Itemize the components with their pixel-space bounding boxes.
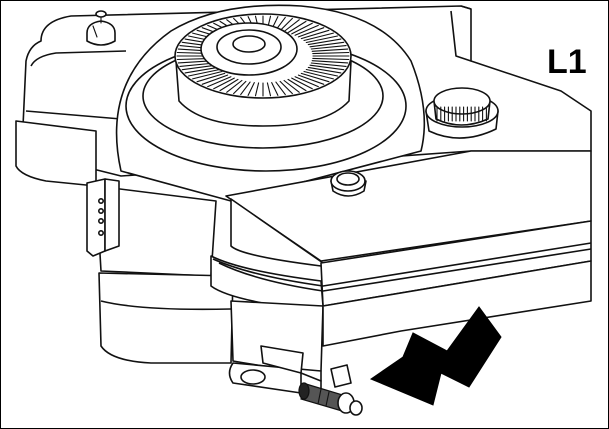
air-filter-fin	[240, 81, 251, 96]
air-filter-fin	[297, 27, 325, 38]
air-filter-fin	[213, 77, 235, 90]
air-filter-fin	[184, 66, 219, 74]
air-filter-fin	[181, 64, 217, 71]
air-filter-fin	[279, 17, 293, 32]
direction-arrow-icon	[369, 306, 502, 406]
air-filter-fin	[196, 72, 226, 83]
air-filter-fin	[266, 82, 272, 97]
air-filter-fin	[271, 82, 279, 96]
air-filter-fin	[307, 66, 342, 74]
air-filter-fin	[291, 77, 313, 90]
air-filter-fin	[305, 35, 339, 44]
oil-fill-cap-icon	[425, 87, 499, 139]
air-filter-fin	[201, 74, 229, 85]
air-filter-fin	[247, 82, 255, 96]
air-filter-fin	[187, 68, 221, 77]
air-filter-fin	[309, 64, 345, 71]
air-filter-fin	[303, 32, 334, 42]
mounting-flange	[228, 345, 322, 397]
air-filter-fin	[312, 51, 350, 55]
air-filter-fin	[283, 19, 300, 33]
air-filter-icon	[174, 13, 352, 127]
air-filter-fin	[192, 70, 223, 80]
air-filter-fin	[310, 45, 347, 50]
air-filter-fin	[219, 78, 239, 92]
drain-valve-icon	[298, 364, 363, 416]
air-filter-fin	[294, 76, 319, 88]
air-filter-fin	[291, 22, 313, 35]
fuel-tank	[210, 150, 592, 373]
air-filter-fin	[307, 38, 342, 46]
figure-label: L1	[547, 43, 587, 81]
air-filter-fin	[287, 78, 307, 92]
air-filter-fin	[312, 57, 350, 61]
air-filter-fin	[309, 41, 345, 48]
side-bracket	[86, 178, 120, 257]
air-filter-fin	[300, 72, 330, 83]
air-filter-fin	[305, 68, 339, 77]
air-filter-fin	[254, 82, 260, 97]
air-filter-fin	[287, 20, 307, 34]
air-filter-fin	[300, 29, 330, 40]
air-filter-fin	[297, 74, 325, 85]
air-filter-fin	[303, 70, 334, 80]
air-filter-fin	[275, 81, 286, 96]
fuel-cap-icon	[330, 170, 367, 197]
dipstick-knob	[86, 10, 116, 46]
air-filter-fin	[283, 79, 300, 93]
air-filter-fin	[311, 48, 349, 52]
air-filter-fin	[294, 24, 319, 36]
engine-block-left	[15, 120, 234, 364]
air-filter-fin	[311, 60, 349, 64]
air-filter-fin	[310, 62, 347, 67]
air-filter-fin	[279, 80, 293, 95]
air-filter-fin	[207, 76, 232, 88]
air-filter-fin	[233, 80, 247, 95]
air-filter-fin	[226, 79, 243, 93]
